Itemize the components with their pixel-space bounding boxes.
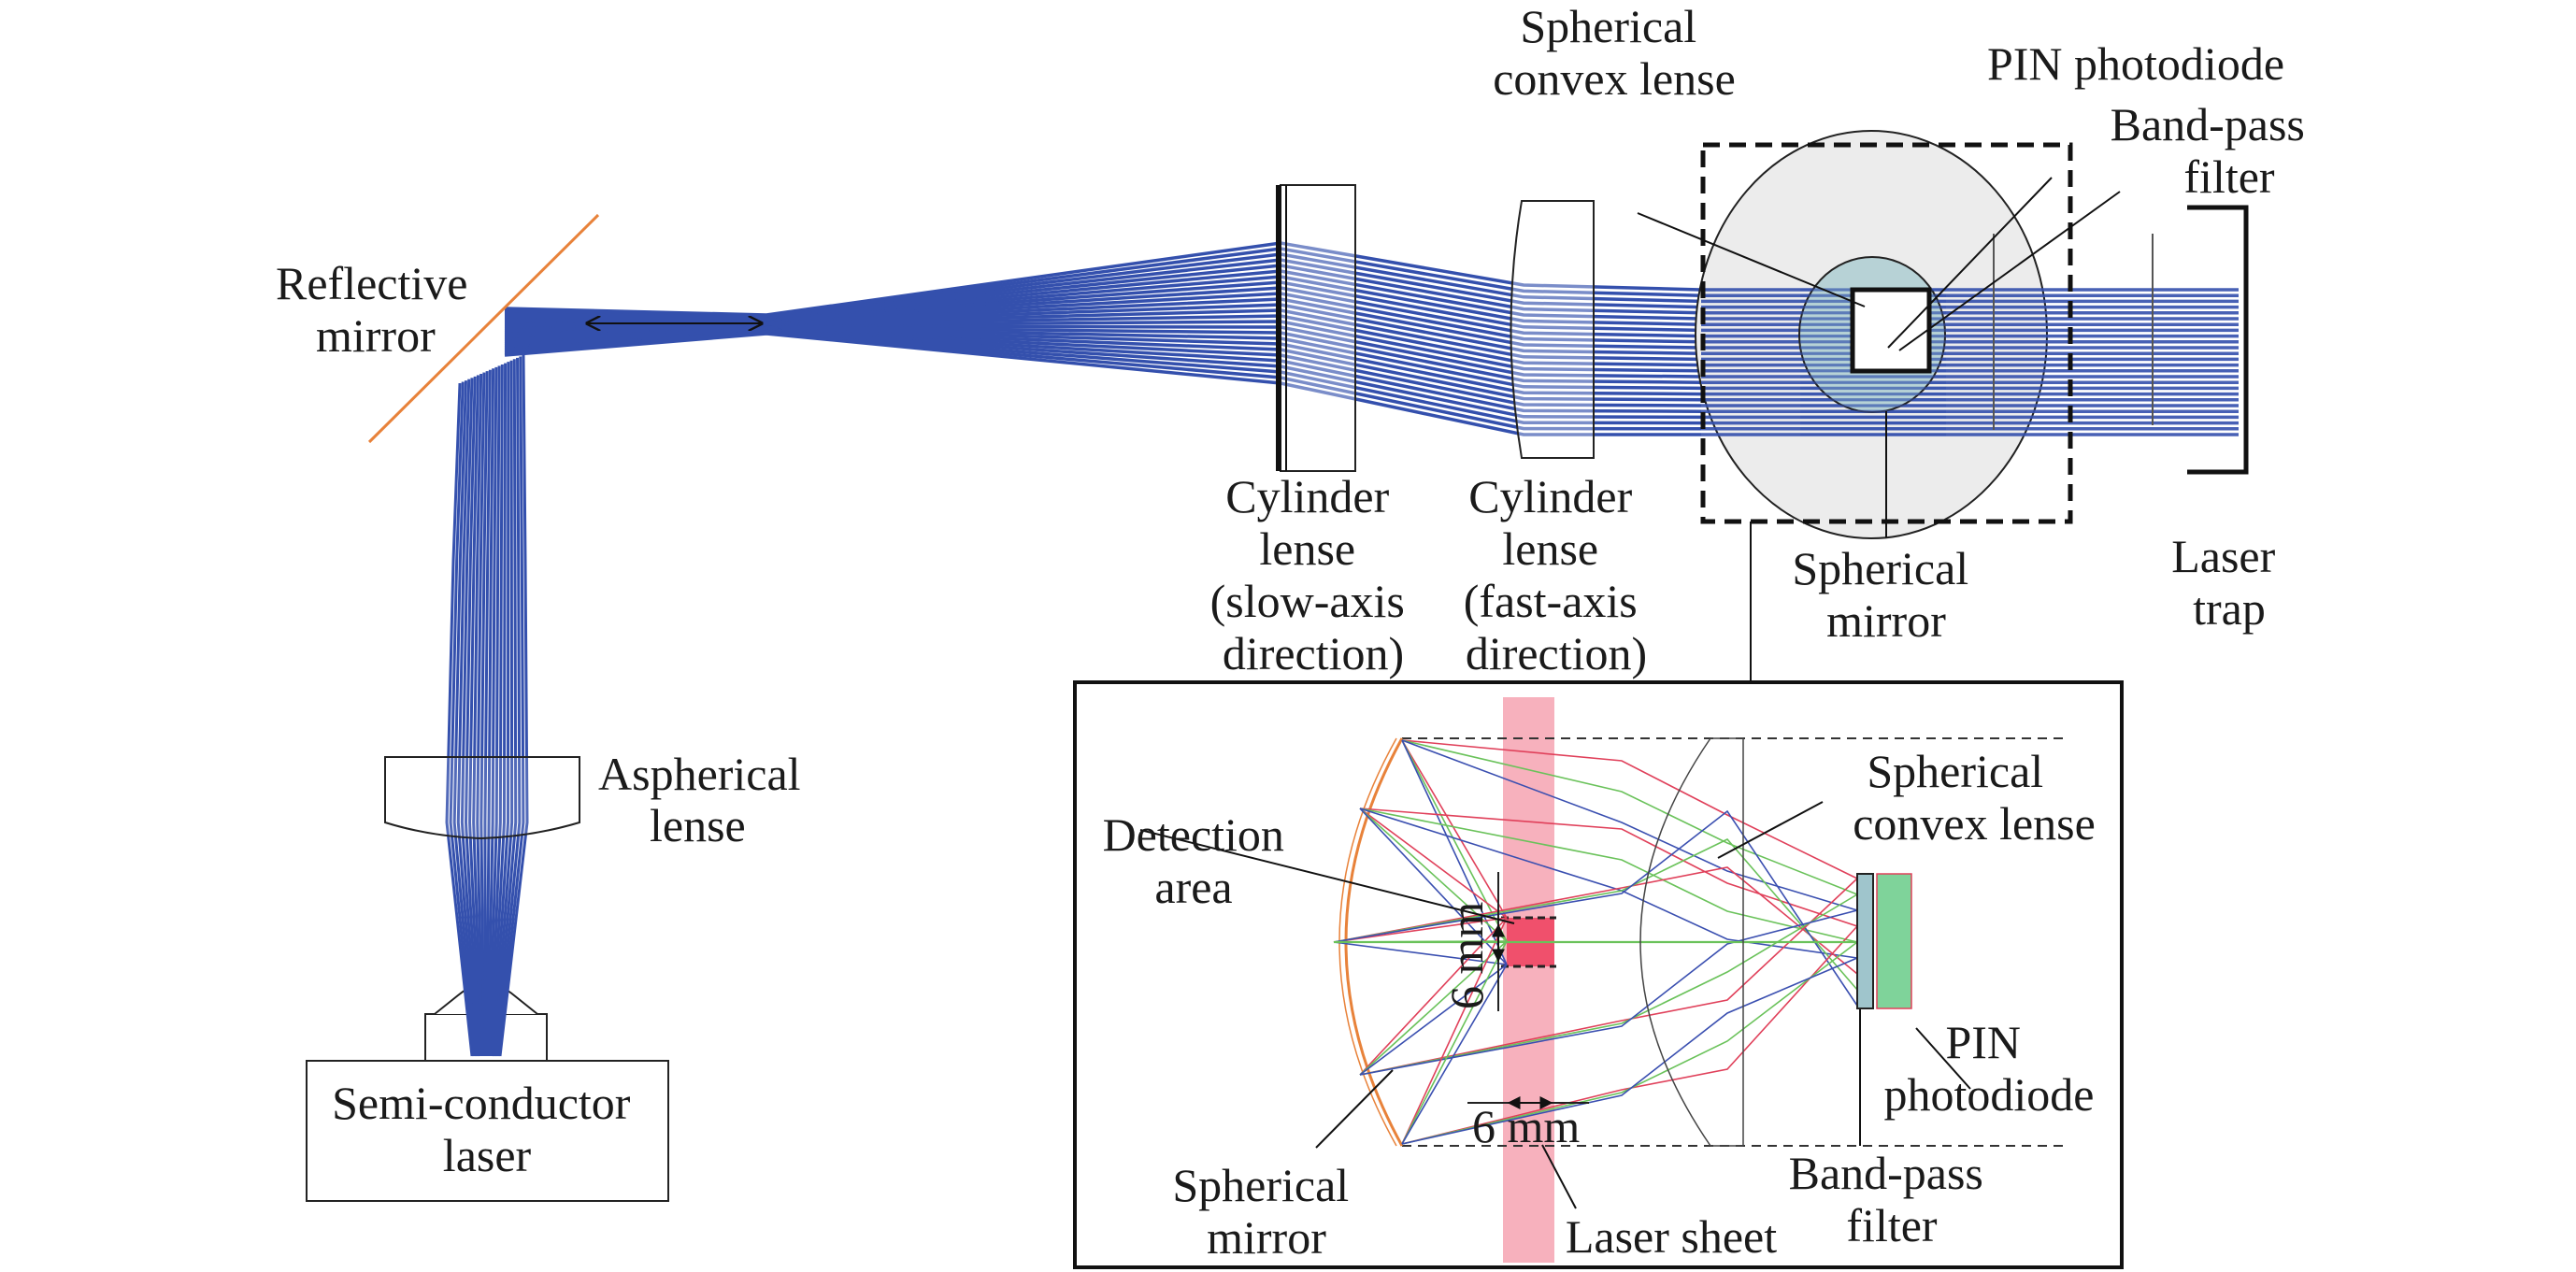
inset-ray-outgoing (1401, 739, 1858, 911)
vertical-ray (452, 380, 477, 1057)
vertical-ray (497, 356, 525, 1057)
inset-ray-outgoing (1401, 941, 1858, 1145)
leader-pin-photodiode (1887, 177, 2053, 349)
inset-ray-incoming (1359, 917, 1508, 1076)
beam-through-detector (1701, 288, 2239, 436)
detector-assembly (1695, 130, 2239, 539)
vertical-ray (464, 376, 480, 1057)
inset-ray-incoming (1401, 739, 1508, 942)
inset-dim-horizontal-label: 6 mm (1472, 1100, 1580, 1152)
vertical-ray (492, 362, 510, 1057)
leader-inset-photodiode (1915, 1027, 1971, 1090)
inset-band-pass-filter (1856, 873, 1874, 1009)
vertical-ray (483, 369, 492, 1057)
leader-inset-convex-lense (1717, 801, 1824, 859)
inset-frame (1073, 680, 2124, 1269)
main-leader-lines (1637, 177, 2121, 684)
inset-rays (1333, 739, 1858, 1145)
label-semiconductor-laser: Semi-conductor laser (332, 1077, 642, 1181)
inset-ray-incoming (1359, 964, 1508, 1076)
vertical-ray (488, 365, 501, 1057)
laser-sheet (1503, 697, 1554, 1263)
inset-spherical-convex-lens (1639, 737, 1711, 1147)
inset-ray-incoming (1401, 964, 1508, 1145)
inset-ray-outgoing (1401, 739, 1858, 895)
inset-label-spherical-convex-lense: Spherical convex lense (1853, 745, 2096, 850)
inset-label-detection-area: Detection area (1103, 808, 1296, 913)
inset-label-spherical-mirror: Spherical mirror (1172, 1159, 1360, 1264)
vertical-ray (456, 379, 478, 1057)
leader-inset-spherical-mirror (1315, 1069, 1394, 1149)
vertical-ray (489, 364, 504, 1057)
aspherical-lens (384, 756, 580, 840)
label-aspherical-lense: Aspherical lense (598, 748, 812, 851)
inset-ray-incoming (1333, 917, 1508, 943)
cylinder-lens-slow-axis (1276, 184, 1356, 472)
inset-ray-outgoing (1401, 739, 1858, 879)
vertical-ray (486, 366, 498, 1057)
inset-ray-outgoing (1359, 893, 1858, 1076)
vertical-ray (495, 357, 522, 1057)
inset-ray-incoming (1401, 940, 1508, 1145)
cylinder-lens-fast-axis (1510, 200, 1595, 459)
inset-ray-incoming (1333, 941, 1508, 965)
vertical-ray (485, 368, 495, 1057)
leader-band-pass-filter (1898, 191, 2121, 351)
vertical-ray (460, 378, 479, 1057)
inset-ray-outgoing (1401, 925, 1858, 1145)
reflective-mirror (367, 213, 600, 444)
label-reflective-mirror: Reflective mirror (276, 257, 479, 362)
inset-label-laser-sheet: Laser sheet (1566, 1210, 1777, 1263)
label-spherical-convex-lense: Spherical convex lense (1493, 0, 1736, 105)
label-spherical-mirror: Spherical mirror (1792, 542, 1980, 647)
inset-ray-outgoing (1401, 957, 1858, 1145)
inset-pin-photodiode (1876, 873, 1912, 1009)
inset-ray-outgoing (1359, 808, 1858, 927)
inset-ray-outgoing (1359, 909, 1858, 1076)
inset-detail: Detection area Spherical convex lense PI… (1073, 680, 2124, 1269)
leader-spherical-convex-lense (1637, 212, 1866, 307)
vertical-ray (445, 382, 474, 1057)
label-pin-photodiode: PIN photodiode (1987, 37, 2284, 90)
inset-ray-incoming (1359, 808, 1508, 919)
inset-ray-incoming (1359, 808, 1508, 942)
inset-ray-incoming (1401, 739, 1508, 919)
inset-ray-outgoing (1359, 878, 1858, 1076)
vertical-ray (498, 354, 529, 1057)
laser-trap (2187, 205, 2249, 475)
vertical-ray (494, 359, 518, 1057)
vertical-ray (479, 371, 489, 1057)
inset-dim-vertical-label: 6 mm (1440, 902, 1493, 1009)
pin-photodiode-window (1850, 287, 1932, 374)
label-laser-trap: Laser trap (2171, 530, 2287, 635)
inset-ray-incoming (1401, 917, 1508, 1145)
inset-ray-incoming (1359, 940, 1508, 1076)
label-band-pass-filter: Band-pass filter (2111, 98, 2317, 203)
vertical-ray (476, 372, 486, 1057)
vertical-ray (449, 381, 475, 1057)
leader-laser-sheet (1541, 1144, 1577, 1209)
inset-label-pin-photodiode: PIN photodiode (1884, 1016, 2095, 1121)
inset-ray-outgoing (1359, 808, 1858, 959)
inset-label-band-pass-filter: Band-pass filter (1789, 1147, 1996, 1251)
laser-housing (306, 1060, 669, 1202)
vertical-beam (445, 354, 529, 1057)
inset-ray-outgoing (1333, 838, 1858, 991)
leader-detection-area (1139, 829, 1515, 924)
inset-ray-incoming (1401, 739, 1508, 965)
vertical-ray (472, 373, 483, 1057)
inset-ray-outgoing (1333, 809, 1858, 1007)
inset-ray-incoming (1359, 808, 1508, 965)
vertical-ray (490, 363, 508, 1057)
vertical-ray (493, 360, 514, 1057)
vertical-ray (468, 375, 482, 1057)
label-cylinder-lense-slow: Cylinder lense (slow-axis direction) (1210, 470, 1417, 679)
label-cylinder-lense-fast: Cylinder lense (fast-axis direction) (1464, 470, 1650, 679)
